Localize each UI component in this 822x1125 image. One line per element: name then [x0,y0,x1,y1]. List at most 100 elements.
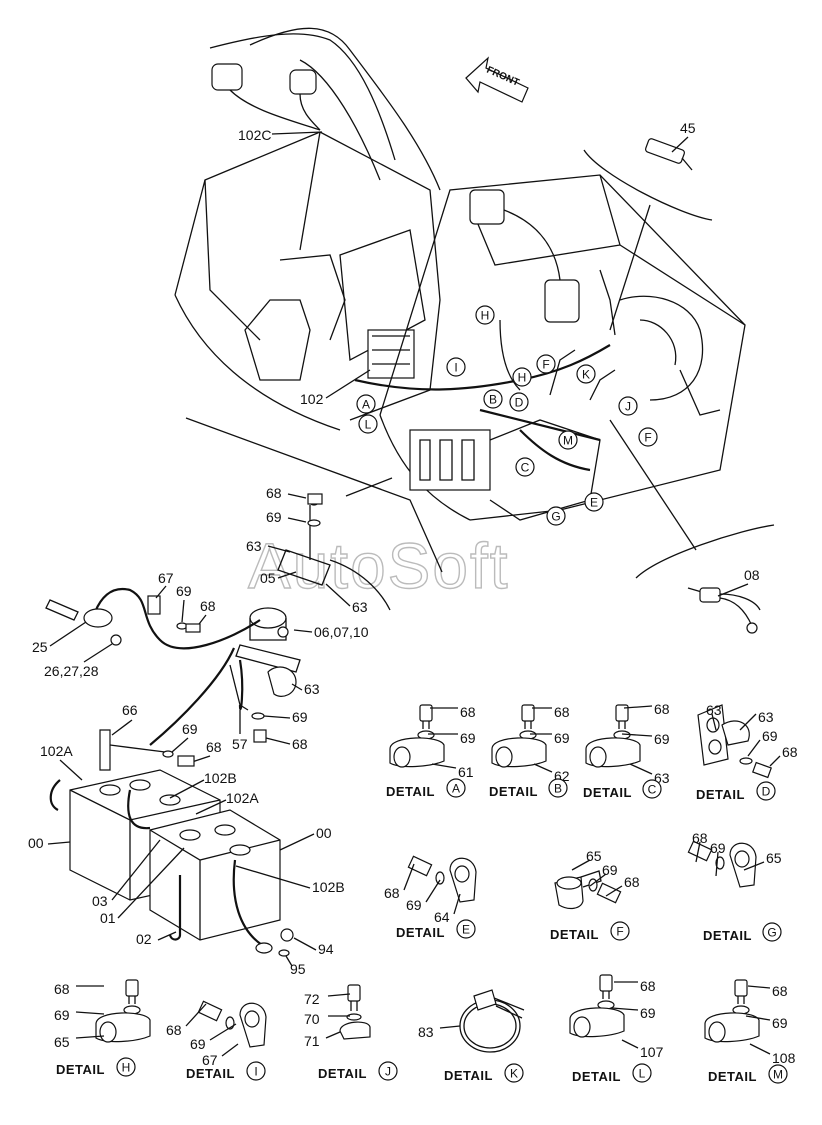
detail-d-part-label: 63 [758,709,774,725]
detail-h-part-label: 68 [54,981,70,997]
view-marker-h-letter: H [518,371,527,385]
view-marker-f-letter: F [644,431,651,445]
detail-k-marker-letter: K [510,1067,518,1081]
detail-e-part-label: 69 [406,897,422,913]
view-marker-g-letter: G [551,510,560,524]
detail-l-part-label: 107 [640,1044,664,1060]
view-marker-d-letter: D [515,396,524,410]
view-marker-l: L [358,414,378,434]
detail-f-marker: F [610,921,630,941]
callout-00: 00 [316,825,332,841]
view-marker-b: B [483,389,503,409]
callout-06-07-10: 06,07,10 [314,624,369,640]
detail-m-marker-letter: M [773,1068,783,1082]
detail-k-marker: K [504,1063,524,1083]
detail-g-part-label: 65 [766,850,782,866]
watermark: AutoSoft [248,530,510,602]
detail-a-title: DETAIL [386,784,435,799]
callout-68: 68 [266,485,282,501]
view-marker-m: M [558,430,578,450]
detail-a-marker: A [446,778,466,798]
callouts: 45 102C 102 08 68 69 63 05 63 67 69 68 0… [28,120,760,977]
callout-69: 69 [176,583,192,599]
view-marker-m-letter: M [563,434,573,448]
callout-01: 01 [100,910,116,926]
part-45-view [583,138,713,331]
detail-f-part-label: 68 [624,874,640,890]
callout-63: 63 [352,599,368,615]
callout-102: 102 [300,391,324,407]
view-marker-e: E [584,492,604,512]
detail-h-marker-letter: H [122,1061,131,1075]
callout-57: 57 [232,736,248,752]
detail-f-part-label: 69 [602,862,618,878]
callout-102b: 102B [312,879,345,895]
callout-102a: 102A [40,743,73,759]
detail-k-part-label: 83 [418,1024,434,1040]
detail-i-marker: I [246,1061,266,1081]
detail-g-marker: G [762,922,782,942]
callout-68: 68 [206,739,222,755]
view-marker-f: F [638,427,658,447]
callout-69: 69 [292,709,308,725]
front-arrow: FRONT [465,56,529,103]
callout-102a: 102A [226,790,259,806]
callout-66: 66 [122,702,138,718]
detail-j-marker: J [378,1061,398,1081]
view-marker-k: K [576,364,596,384]
view-marker-i: I [446,357,466,377]
detail-h-part-label: 65 [54,1034,70,1050]
callout-67: 67 [158,570,174,586]
detail-b-marker-letter: B [554,782,562,796]
callout-08: 08 [744,567,760,583]
detail-d-title: DETAIL [696,787,745,802]
view-marker-l-letter: L [365,418,372,432]
detail-a-part-label: 69 [460,730,476,746]
view-marker-h: H [512,367,532,387]
detail-b-marker: B [548,778,568,798]
detail-g-part-label: 69 [710,840,726,856]
detail-l-part-label: 68 [640,978,656,994]
battery-assembly [45,494,391,957]
detail-d-part-label: 63 [706,702,722,718]
detail-c-part-label: 68 [654,701,670,717]
view-marker-e-letter: E [590,496,598,510]
detail-j-part-label: 70 [304,1011,320,1027]
detail-l-marker-letter: L [639,1067,646,1081]
detail-c-marker: C [642,779,662,799]
detail-f-part-label: 65 [586,848,602,864]
view-marker-c: C [515,457,535,477]
machine-upper-structure [174,27,746,521]
view-marker-h-letter: H [481,309,490,323]
detail-b-title: DETAIL [489,784,538,799]
detail-e-marker-letter: E [462,923,470,937]
view-marker-g: G [546,506,566,526]
detail-h-marker: H [116,1057,136,1077]
detail-a-part-label: 68 [460,704,476,720]
callout-102b: 102B [204,770,237,786]
callout-68: 68 [292,736,308,752]
view-marker-c-letter: C [521,461,530,475]
detail-e-marker: E [456,919,476,939]
detail-g-title: DETAIL [703,928,752,943]
callout-03: 03 [92,893,108,909]
detail-f-marker-letter: F [616,925,623,939]
detail-l-title: DETAIL [572,1069,621,1084]
detail-l-marker: L [632,1063,652,1083]
part-08-view [609,419,775,634]
detail-m-part-label: 108 [772,1050,796,1066]
detail-b-part-label: 69 [554,730,570,746]
detail-d-marker-letter: D [762,785,771,799]
view-marker-a-letter: A [362,398,370,412]
